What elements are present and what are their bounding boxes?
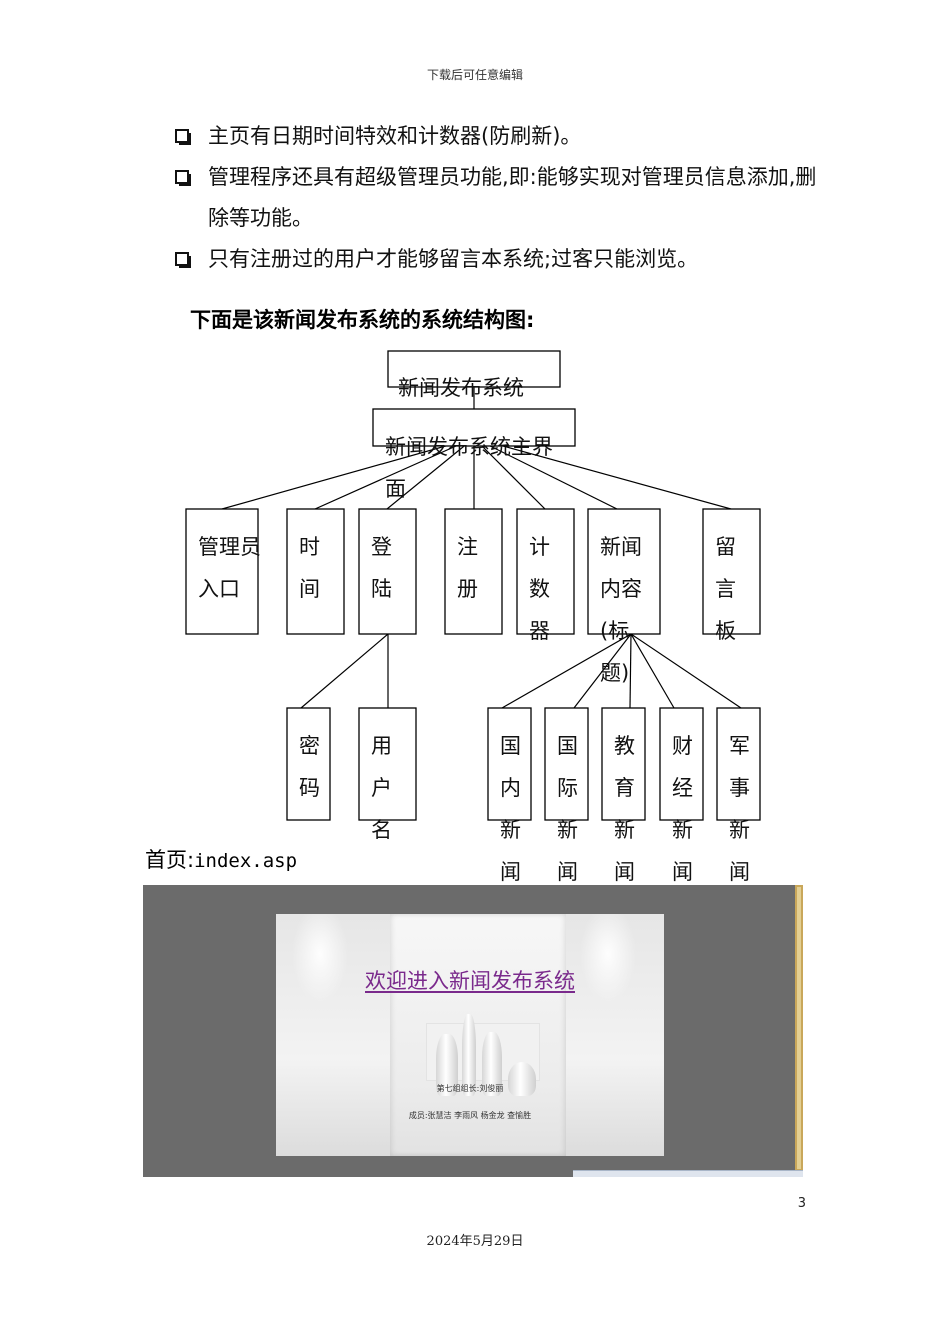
header-note: 下载后可任意编辑 — [426, 68, 523, 82]
node-military-news-box — [716, 707, 761, 821]
node-login-label: 登 陆 — [371, 535, 399, 601]
vase-image — [436, 1034, 458, 1096]
node-finance-news-box — [659, 707, 704, 821]
node-login-box — [358, 508, 417, 635]
node-admin-entry-box — [185, 508, 259, 635]
node-counter-box — [516, 508, 575, 635]
node-military-news-label: 军 事 新 闻 — [729, 734, 757, 884]
node-username-label: 用 户 名 — [371, 734, 399, 842]
node-register-label: 注 册 — [457, 535, 485, 601]
list-item: 只有注册过的用户才能够留言本系统;过客只能浏览。 — [172, 239, 832, 280]
list-item: 管理程序还具有超级管理员功能,即:能够实现对管理员信息添加,删除等功能。 — [172, 157, 832, 239]
group-members: 成员:张慧洁 李雨风 杨金龙 查愉胜 — [408, 1111, 532, 1120]
node-finance-news-label: 财 经 新 闻 — [672, 734, 700, 884]
footer-date: 2024年5月29日 — [426, 1234, 524, 1249]
node-domestic-news-label: 国 内 新 闻 — [500, 734, 528, 884]
node-counter-label: 计 数 器 — [529, 535, 557, 643]
checkbox-bullet-icon — [175, 170, 191, 186]
node-guestbook-label: 留 言 板 — [715, 535, 743, 643]
node-intl-news-label: 国 际 新 闻 — [557, 734, 585, 884]
welcome-title[interactable]: 欢迎进入新闻发布系统 — [365, 969, 575, 993]
vase-image — [462, 1014, 476, 1096]
node-root-line-1: 新闻发布系统 — [398, 376, 524, 400]
node-admin-entry-label: 管理员 入口 — [198, 535, 268, 601]
homepage-screenshot: 欢迎进入新闻发布系统 第七组组长:刘俊丽 成员:张慧洁 李雨风 杨金龙 查愉胜 — [143, 885, 803, 1177]
vase-image — [482, 1032, 502, 1096]
list-item-text: 只有注册过的用户才能够留言本系统;过客只能浏览。 — [208, 247, 699, 271]
node-password-box — [286, 707, 331, 821]
page-number: 3 — [797, 1196, 806, 1211]
node-main-line-2: 面 — [385, 477, 406, 501]
node-main-label: 新闻发布系统主界 面 — [385, 435, 560, 501]
node-guestbook-box — [702, 508, 761, 635]
vase-image — [508, 1062, 536, 1096]
node-password-label: 密 码 — [299, 734, 327, 800]
list-item-text: 主页有日期时间特效和计数器(防刷新)。 — [208, 124, 582, 148]
node-username-box — [358, 707, 417, 821]
group-leader: 第七组组长:刘俊丽 — [436, 1084, 504, 1093]
node-root-box — [387, 350, 561, 388]
node-domestic-news-box — [487, 707, 532, 821]
node-register-box — [444, 508, 503, 635]
node-intl-news-box — [544, 707, 589, 821]
checkbox-bullet-icon — [175, 252, 191, 268]
node-news-content-box — [587, 508, 661, 635]
level3-labels: 密 码 用 户 名 国 内 新 闻 国 际 新 闻 教 育 新 闻 财 经 — [299, 734, 757, 884]
node-edu-news-label: 教 育 新 闻 — [614, 734, 642, 884]
index-page-label: 首页:index.asp — [145, 844, 297, 874]
diagram-intro: 下面是该新闻发布系统的系统结构图: — [190, 308, 535, 332]
node-edu-news-box — [601, 707, 646, 821]
scrollbar[interactable] — [795, 885, 803, 1171]
system-structure-diagram: 新闻发布系统 首页 新闻发布系统主界 面 管理员 入口 时 间 登 陆 注 — [185, 350, 761, 884]
welcome-panel: 欢迎进入新闻发布系统 第七组组长:刘俊丽 成员:张慧洁 李雨风 杨金龙 查愉胜 — [276, 914, 664, 1156]
index-label-file: index.asp — [194, 850, 298, 872]
node-main-line-1: 新闻发布系统主界 — [385, 435, 553, 459]
list-item: 主页有日期时间特效和计数器(防刷新)。 — [172, 116, 832, 157]
level2-nodes — [185, 508, 761, 635]
level2-labels: 管理员 入口 时 间 登 陆 注 册 计 数 器 新闻 内容 (标 题) 留 — [198, 535, 743, 685]
feature-list: 主页有日期时间特效和计数器(防刷新)。 管理程序还具有超级管理员功能,即:能够实… — [172, 116, 832, 280]
index-label-prefix: 首页: — [145, 848, 195, 872]
checkbox-bullet-icon — [175, 129, 191, 145]
status-bar — [573, 1170, 803, 1177]
node-news-content-label: 新闻 内容 (标 题) — [600, 535, 649, 685]
node-main-box — [372, 408, 576, 447]
level3-nodes — [286, 707, 761, 821]
list-item-text: 管理程序还具有超级管理员功能,即:能够实现对管理员信息添加,删除等功能。 — [208, 165, 817, 230]
node-time-label: 时 间 — [299, 535, 327, 601]
node-time-box — [286, 508, 345, 635]
diagram-edges — [221, 387, 742, 709]
